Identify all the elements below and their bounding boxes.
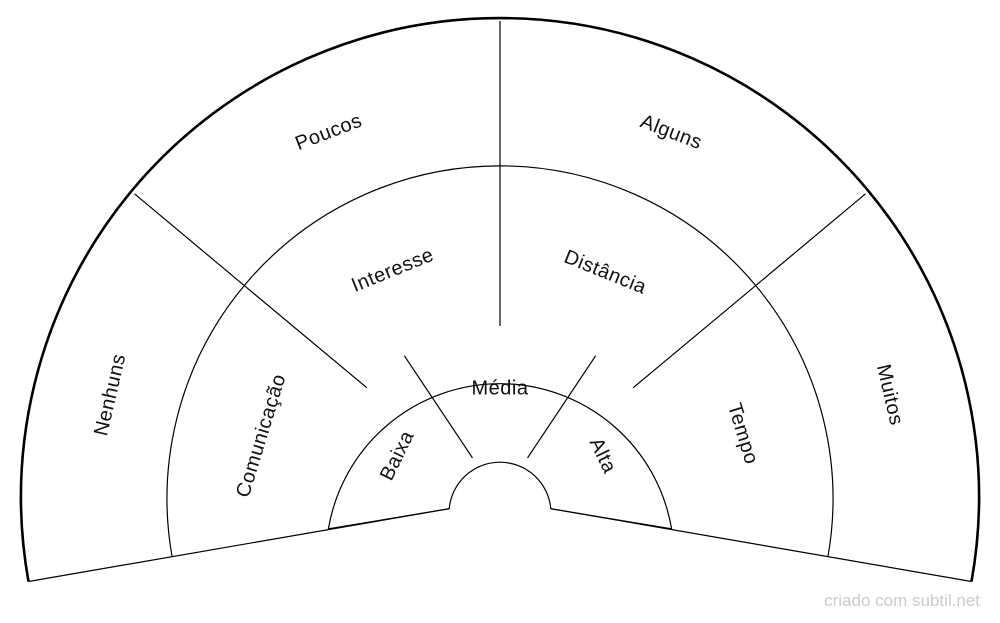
inner-label-baixa: Baixa bbox=[376, 427, 419, 484]
outer-label-muitos: Muitos bbox=[872, 362, 907, 427]
inner-divider-right bbox=[527, 355, 597, 459]
credit-text: criado com subtil.net bbox=[824, 591, 980, 610]
inner-label-alta: Alta bbox=[585, 434, 621, 477]
outer-label-alguns: Alguns bbox=[637, 111, 705, 155]
middle-divider-left bbox=[246, 287, 368, 389]
outer-divider-left bbox=[134, 193, 248, 289]
middle-label-interesse: Interesse bbox=[348, 244, 437, 297]
middle-label-tempo: Tempo bbox=[723, 401, 762, 467]
outer-label-poucos: Poucos bbox=[292, 110, 365, 156]
inner-divider-left bbox=[403, 355, 473, 459]
outer-boundary-arc bbox=[19, 16, 981, 582]
outer-edge-left bbox=[28, 508, 450, 583]
inner-ring-outline bbox=[327, 383, 673, 530]
outer-label-nenhuns: Nenhuns bbox=[90, 352, 130, 438]
middle-label-distancia: Distância bbox=[561, 246, 650, 299]
middle-label-comunicacao: Comunicação bbox=[232, 371, 290, 500]
outer-edge-right bbox=[550, 508, 972, 583]
middle-divider-right bbox=[632, 287, 754, 389]
outer-divider-right bbox=[752, 193, 866, 289]
inner-label-media: Média bbox=[472, 377, 529, 399]
